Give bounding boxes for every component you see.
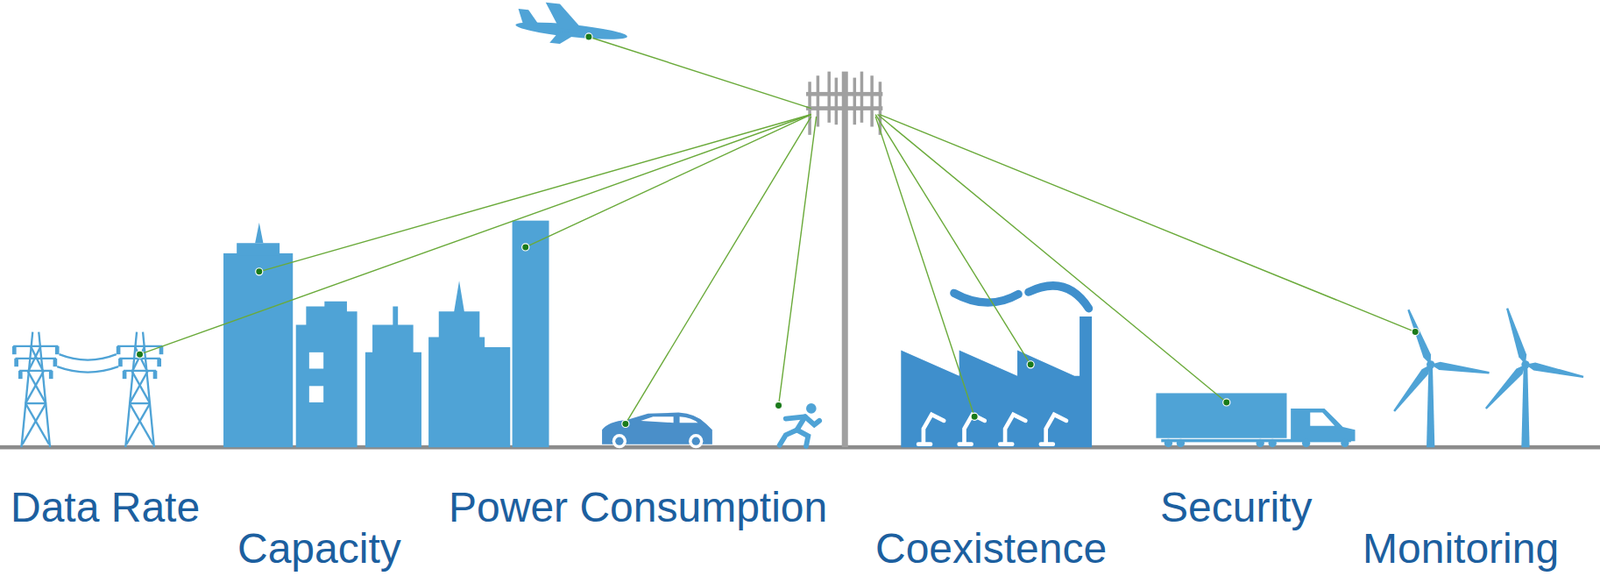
- category-label: Monitoring: [1362, 527, 1559, 570]
- wind-turbine-part: [1521, 367, 1530, 447]
- device-dot-part: [1223, 398, 1231, 406]
- cell-tower-part: [816, 75, 820, 127]
- airplane-part: [549, 30, 578, 46]
- runner: [779, 403, 820, 447]
- category-label: Coexistence: [875, 527, 1107, 570]
- device-dot-part: [585, 33, 593, 41]
- power-pylon-part: [56, 353, 119, 372]
- cell-tower-part: [827, 71, 830, 123]
- device-dot-part: [522, 243, 530, 251]
- cell-tower-part: [870, 75, 873, 127]
- cell-tower-part: [835, 77, 838, 126]
- wind-turbine-part: [1430, 360, 1490, 377]
- car: [601, 412, 713, 449]
- power-pylon-part: [116, 332, 164, 448]
- runner-part: [797, 429, 809, 447]
- radio-link-part: [778, 116, 817, 406]
- truck-part: [1268, 438, 1277, 447]
- factory-part: [1040, 414, 1067, 445]
- power-pylon-part: [12, 332, 60, 448]
- category-label: Security: [1160, 486, 1312, 529]
- radio-link-part: [525, 114, 812, 248]
- truck-part: [1176, 438, 1185, 447]
- radio-link-part: [259, 114, 812, 272]
- category-label: Data Rate: [10, 486, 200, 529]
- factory-part: [954, 285, 1090, 309]
- truck-part: [1309, 412, 1335, 426]
- city-building-part: [223, 253, 293, 447]
- factory-part: [918, 414, 1067, 445]
- car-part: [612, 433, 627, 448]
- radio-link-part: [877, 114, 1227, 403]
- truck-part: [1155, 392, 1287, 438]
- wind-turbine: [1390, 306, 1585, 447]
- device-dot: [135, 33, 1419, 428]
- truck-part: [1256, 438, 1265, 447]
- car-part: [692, 437, 701, 446]
- wind-turbine-part: [1426, 367, 1435, 447]
- building-window-part: [309, 385, 324, 403]
- factory-part: [900, 316, 1092, 447]
- car-part: [688, 433, 703, 448]
- radio-link-part: [875, 116, 975, 417]
- city-building-part: [236, 242, 280, 255]
- wind-turbine-part: [1390, 361, 1434, 414]
- factory-part: [918, 414, 944, 445]
- radio-link-part: [625, 116, 812, 425]
- wind-turbine-part: [1503, 306, 1530, 366]
- device-dot-part: [622, 419, 630, 427]
- device-dot-part: [255, 268, 263, 276]
- wind-turbine-part: [1404, 307, 1435, 366]
- city-building-part: [512, 220, 550, 448]
- airplane-part: [543, 2, 587, 32]
- truck-part: [1340, 438, 1349, 447]
- radio-link-part: [140, 114, 812, 355]
- truck-part: [1164, 438, 1350, 447]
- cell-tower-part: [853, 77, 857, 126]
- building-window-part: [309, 352, 324, 369]
- category-label: Capacity: [237, 527, 402, 570]
- category-label: Power Consumption: [448, 486, 828, 529]
- radio-link-part: [588, 36, 812, 109]
- device-dot-part: [1411, 327, 1419, 335]
- cell-tower: [806, 71, 883, 448]
- city-building-part: [254, 222, 263, 243]
- cell-tower-part: [842, 71, 849, 448]
- cell-tower-part: [860, 71, 864, 123]
- device-dot-part: [1026, 361, 1034, 369]
- radio-link: [140, 36, 1416, 424]
- radio-link-part: [875, 114, 1031, 365]
- runner-part: [806, 403, 817, 414]
- truck-part: [1290, 408, 1355, 441]
- device-dot-part: [970, 412, 978, 420]
- city-building-part: [296, 301, 358, 448]
- building-window: [309, 352, 324, 403]
- power-pylon: [12, 332, 163, 448]
- city-building-part: [365, 305, 422, 447]
- radio-link-part: [879, 114, 1416, 333]
- truck-part: [1302, 438, 1310, 447]
- wind-turbine-part: [1524, 360, 1585, 381]
- car-part: [615, 437, 624, 446]
- city-building: [223, 220, 549, 448]
- wind-turbine-part: [1482, 361, 1529, 411]
- truck-part: [1164, 438, 1173, 447]
- airplane-part: [516, 8, 541, 26]
- device-dot-part: [135, 350, 143, 358]
- device-dot-part: [774, 401, 782, 409]
- city-building-part: [428, 280, 510, 447]
- factory-part: [999, 414, 1026, 445]
- truck: [1155, 392, 1355, 447]
- car-part: [640, 416, 698, 423]
- runner-part: [785, 416, 820, 425]
- airplane: [514, 0, 631, 51]
